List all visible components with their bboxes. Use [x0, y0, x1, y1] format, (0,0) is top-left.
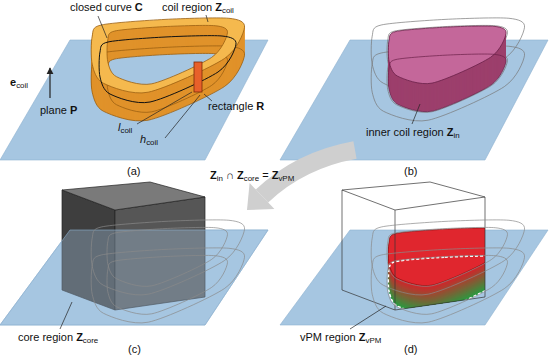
figure-label: Z	[237, 169, 244, 181]
label-line: lcoil	[118, 121, 132, 137]
leader-line	[204, 94, 212, 101]
coil-wireframe	[387, 255, 508, 314]
figure-label: in	[217, 174, 223, 183]
label-line: vPM regionZvPM	[300, 331, 381, 347]
figure-label: plane	[40, 104, 67, 116]
figure-label: coil	[120, 126, 132, 135]
transition-arrow	[247, 150, 355, 210]
label-line: ecoil	[10, 76, 28, 92]
label-line: (c)	[128, 343, 141, 356]
leader-line	[412, 104, 420, 124]
figure-label: rectangle	[208, 100, 253, 112]
core-wireframe	[342, 182, 430, 190]
coil-wireframe	[107, 227, 228, 286]
coil-wireframe	[91, 248, 244, 323]
panel-b	[280, 18, 548, 160]
figure-label: core	[244, 174, 259, 183]
core-wireframe	[395, 297, 485, 310]
plane	[0, 230, 268, 325]
leader-line	[350, 306, 386, 329]
figure-label: Z	[447, 126, 454, 138]
figure-label: C	[135, 1, 143, 13]
inner-region-bottom-edge	[388, 54, 506, 112]
figure-label: inner coil region	[366, 126, 444, 138]
core-wireframe	[342, 190, 343, 290]
figure-label: closed curve	[70, 1, 132, 13]
figure-label: R	[256, 100, 264, 112]
figure-label: =	[262, 169, 268, 181]
closed-curve	[99, 36, 236, 103]
figure-label: coil	[146, 138, 158, 147]
figure-label: coil	[222, 6, 234, 15]
figure-label: Z	[210, 169, 217, 181]
label-line: (d)	[404, 343, 417, 356]
figure-label: coil region	[162, 1, 212, 13]
figure-label: Z	[76, 331, 83, 343]
figure-label: (b)	[404, 165, 417, 177]
core-wireframe	[485, 197, 486, 297]
plane	[0, 230, 268, 325]
figure-label: core region	[18, 331, 73, 343]
leader-line	[206, 15, 208, 22]
figure-label: vPM	[365, 336, 381, 345]
label-line: inner coil regionZin	[366, 126, 460, 142]
leader-line	[98, 16, 107, 38]
coil-wireframe	[107, 255, 228, 314]
coil-wireframe	[371, 248, 524, 323]
figure-label: l	[118, 121, 120, 133]
core-wireframe	[395, 197, 485, 210]
figure-label: in	[453, 131, 459, 140]
figure-label: (c)	[128, 343, 141, 355]
arrow-tip	[247, 183, 274, 210]
arrow-body	[262, 150, 355, 196]
label-line: (a)	[127, 165, 140, 178]
figure-label: P	[70, 104, 77, 116]
coil-wireframe	[387, 227, 508, 286]
inner-region-side	[388, 27, 506, 85]
figure-label: Z	[359, 331, 366, 343]
vpm-dashed-outline	[388, 256, 506, 314]
leader-line	[137, 92, 192, 124]
label-line: hcoil	[140, 133, 158, 149]
figure-label: ∩	[226, 169, 234, 181]
direction-arrow	[49, 68, 50, 98]
leader-line	[165, 95, 200, 138]
label-line: planeP	[40, 104, 77, 117]
figure-label: e	[10, 76, 16, 88]
figure-label: Z	[215, 1, 222, 13]
leader-line	[60, 302, 72, 329]
coil-cross-section	[194, 62, 202, 92]
core-wireframe	[342, 190, 395, 210]
label-line: closed curveC	[70, 1, 143, 14]
label-line: Zin∩Zcore=ZvPM	[210, 169, 294, 185]
coil-top	[91, 18, 244, 93]
panel-c	[0, 182, 268, 329]
figure-label: h	[140, 133, 146, 145]
panel-d	[280, 182, 548, 329]
label-line: rectangleR	[208, 100, 264, 113]
figure-label: (d)	[404, 343, 417, 355]
vpm-region	[388, 228, 506, 314]
figure-label: coil	[16, 81, 28, 90]
panel-a	[0, 15, 268, 160]
core-top-face	[62, 182, 205, 210]
figure-label: vPM	[278, 174, 294, 183]
coil-wireframe	[371, 220, 524, 295]
figure-label: (a)	[127, 165, 140, 177]
figure-label: vPM region	[300, 331, 356, 343]
label-line: (b)	[404, 165, 417, 178]
core-wireframe	[342, 290, 395, 310]
coil-wireframe	[91, 220, 244, 295]
core-wireframe	[430, 182, 485, 197]
coil-side	[91, 19, 244, 94]
label-line: core regionZcore	[18, 331, 98, 347]
label-line: coil regionZcoil	[162, 1, 234, 17]
vpm-side	[388, 229, 506, 287]
figure-label: core	[83, 336, 98, 345]
figure-label: Z	[272, 169, 279, 181]
